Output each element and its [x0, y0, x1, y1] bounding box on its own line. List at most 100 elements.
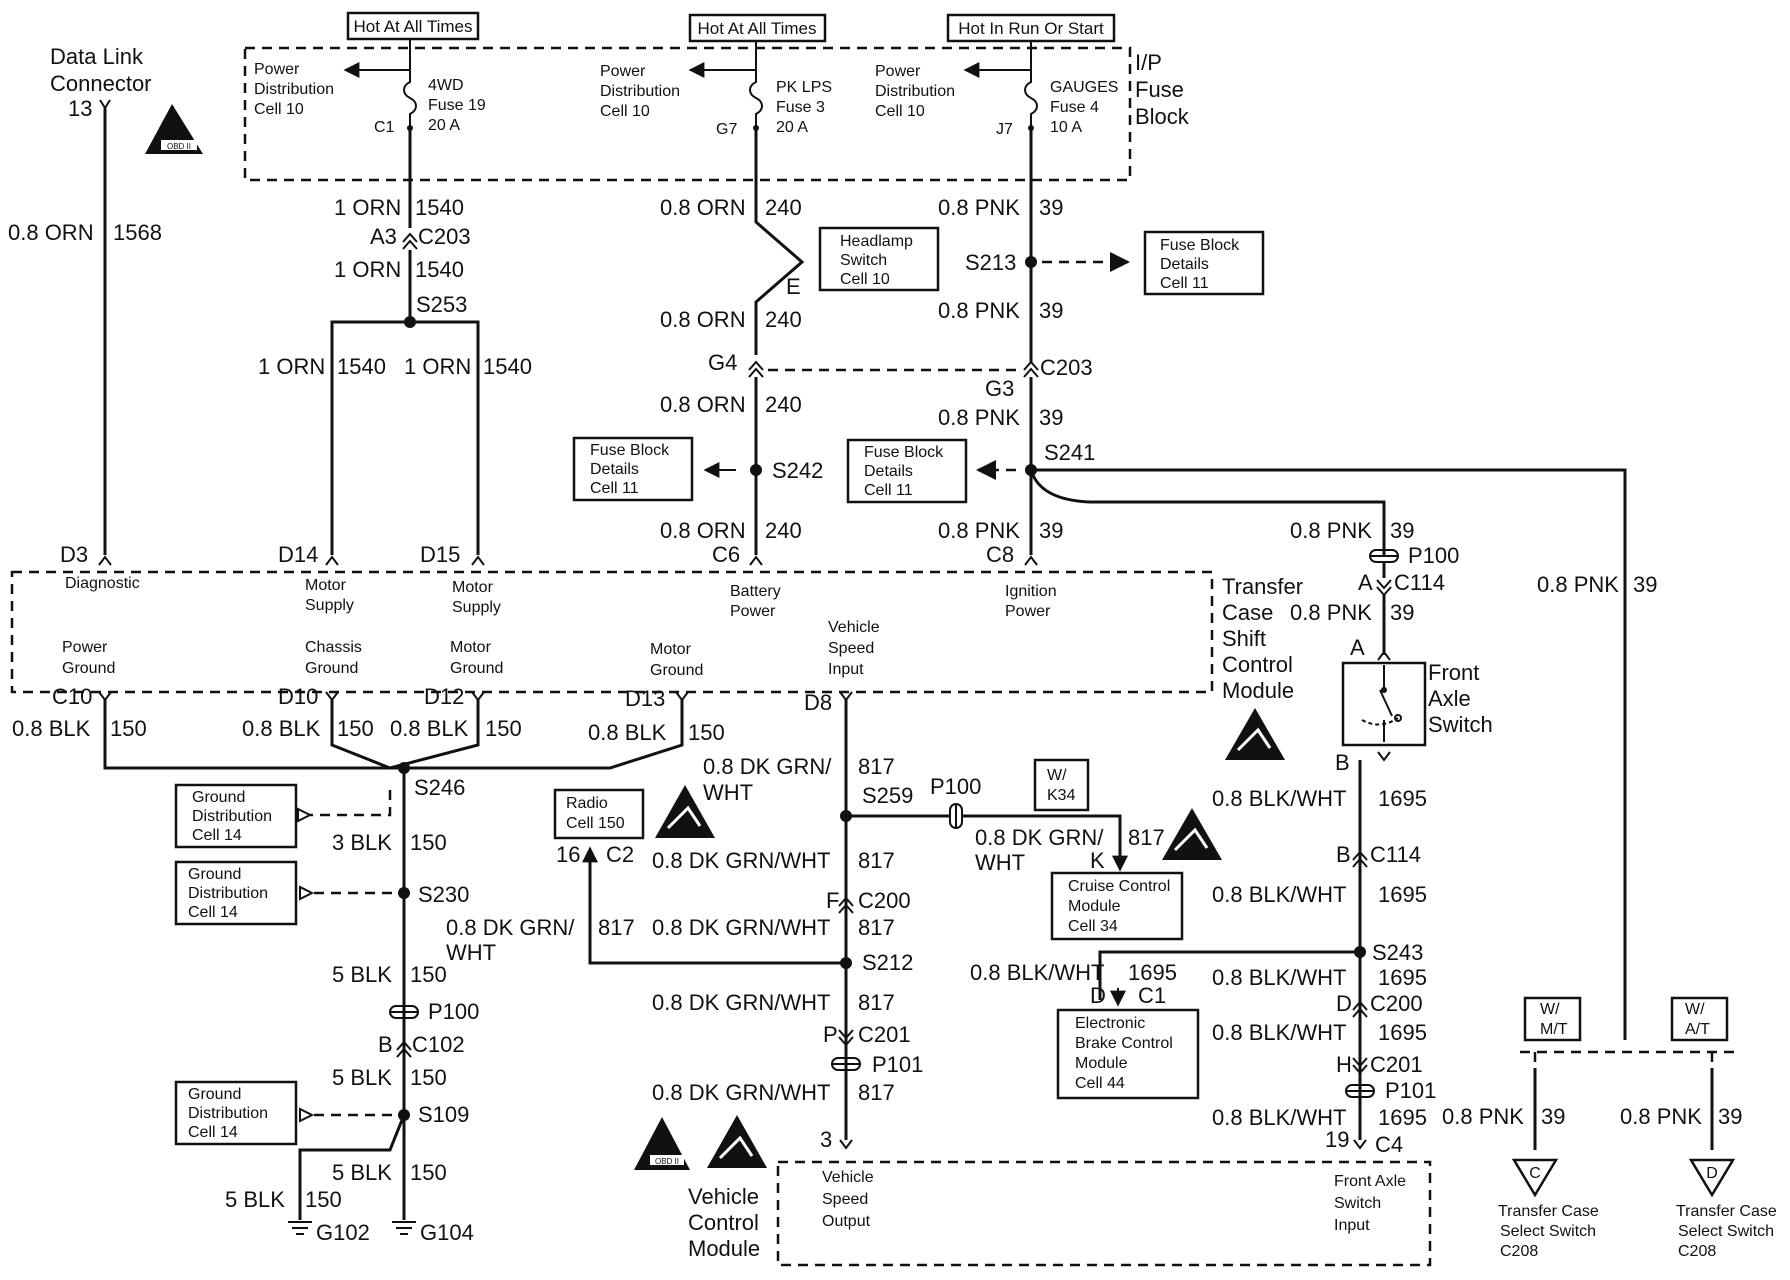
- svg-text:W/: W/: [1540, 1001, 1560, 1018]
- svg-text:150: 150: [688, 720, 725, 745]
- svg-text:P101: P101: [1385, 1078, 1436, 1103]
- svg-text:Ground: Ground: [192, 789, 245, 806]
- svg-text:Motor: Motor: [450, 639, 492, 656]
- svg-text:C10: C10: [52, 684, 92, 709]
- svg-text:Ignition: Ignition: [1005, 583, 1057, 600]
- svg-text:Cell 11: Cell 11: [864, 482, 913, 499]
- circuit-39-front-axle: P100 A C114 0.8 PNK 39 A: [1290, 543, 1459, 661]
- svg-text:39: 39: [1039, 298, 1063, 323]
- svg-text:240: 240: [765, 518, 802, 543]
- svg-text:D12: D12: [424, 684, 464, 709]
- svg-text:16: 16: [556, 842, 580, 867]
- ip-fuse-block-label: I/P Fuse Block: [1135, 50, 1190, 129]
- svg-text:K: K: [1090, 848, 1105, 873]
- svg-text:Connector: Connector: [50, 71, 152, 96]
- vcm-outline: [776, 1160, 1432, 1267]
- fuse-header-c1: Hot At All Times: [346, 11, 480, 41]
- svg-text:240: 240: [765, 195, 802, 220]
- svg-text:Distribution: Distribution: [188, 885, 268, 902]
- cruise-control-module-ref: Cruise Control Module Cell 34: [1050, 871, 1184, 941]
- svg-text:Front: Front: [1428, 660, 1479, 685]
- svg-text:Switch: Switch: [1428, 712, 1493, 737]
- svg-text:Front Axle: Front Axle: [1334, 1173, 1406, 1190]
- svg-text:1 ORN: 1 ORN: [258, 354, 325, 379]
- svg-text:S253: S253: [416, 292, 467, 317]
- svg-text:Input: Input: [1334, 1217, 1370, 1234]
- svg-text:5 BLK: 5 BLK: [332, 1065, 392, 1090]
- svg-text:P100: P100: [428, 999, 479, 1024]
- svg-text:Radio: Radio: [566, 795, 608, 812]
- svg-text:0.8 ORN: 0.8 ORN: [660, 392, 746, 417]
- svg-text:C114: C114: [1394, 570, 1445, 595]
- svg-text:817: 817: [858, 990, 895, 1015]
- svg-text:Distribution: Distribution: [875, 83, 955, 100]
- fuse-header-g7: Hot At All Times: [688, 13, 827, 43]
- svg-text:0.8 ORN: 0.8 ORN: [660, 195, 746, 220]
- svg-text:G4: G4: [708, 350, 737, 375]
- svg-text:Power: Power: [730, 603, 776, 620]
- svg-text:Power: Power: [875, 63, 921, 80]
- svg-text:G3: G3: [985, 376, 1014, 401]
- svg-text:39: 39: [1390, 518, 1414, 543]
- svg-text:Details: Details: [864, 463, 913, 480]
- esd-symbol-cruise: [1162, 808, 1222, 860]
- svg-text:WHT: WHT: [446, 940, 496, 965]
- svg-text:D13: D13: [625, 686, 665, 711]
- svg-text:20 A: 20 A: [776, 119, 808, 136]
- svg-text:D8: D8: [804, 690, 832, 715]
- svg-text:Details: Details: [1160, 256, 1209, 273]
- ground-g102: G102: [288, 1220, 370, 1245]
- svg-text:817: 817: [858, 754, 895, 779]
- fuse-19: Power Distribution Cell 10 4WD Fuse 19 2…: [254, 61, 486, 136]
- svg-text:240: 240: [765, 392, 802, 417]
- svg-text:Ground: Ground: [188, 1086, 241, 1103]
- svg-text:817: 817: [1128, 825, 1165, 850]
- svg-text:Power: Power: [62, 639, 108, 656]
- svg-text:D10: D10: [278, 684, 318, 709]
- svg-text:Cell 10: Cell 10: [600, 103, 650, 120]
- svg-text:B: B: [1335, 750, 1350, 775]
- svg-text:C203: C203: [1040, 355, 1093, 380]
- svg-text:D15: D15: [420, 542, 460, 567]
- svg-text:S241: S241: [1044, 440, 1095, 465]
- svg-text:3 BLK: 3 BLK: [332, 830, 392, 855]
- fuse-block-details-ref-s242: Fuse Block Details Cell 11: [572, 436, 694, 502]
- svg-text:1695: 1695: [1378, 882, 1427, 907]
- svg-text:W/: W/: [1047, 767, 1067, 784]
- svg-text:5 BLK: 5 BLK: [332, 962, 392, 987]
- svg-text:P100: P100: [930, 774, 981, 799]
- svg-text:13: 13: [68, 96, 92, 121]
- svg-text:Cruise Control: Cruise Control: [1068, 878, 1170, 895]
- svg-text:Shift: Shift: [1222, 626, 1266, 651]
- svg-text:Select Switch: Select Switch: [1500, 1223, 1596, 1240]
- svg-text:Select Switch: Select Switch: [1678, 1223, 1774, 1240]
- svg-text:PK LPS: PK LPS: [776, 79, 832, 96]
- svg-text:0.8 BLK/WHT: 0.8 BLK/WHT: [1212, 1020, 1346, 1045]
- vcm-pin-labels: Vehicle Speed Output Front Axle Switch I…: [822, 1169, 1406, 1234]
- svg-text:0.8 BLK/WHT: 0.8 BLK/WHT: [970, 960, 1104, 985]
- svg-text:1695: 1695: [1128, 960, 1177, 985]
- svg-text:S212: S212: [862, 950, 913, 975]
- svg-text:0.8 PNK: 0.8 PNK: [938, 298, 1020, 323]
- svg-text:0.8 PNK: 0.8 PNK: [1442, 1104, 1524, 1129]
- svg-text:Ground: Ground: [305, 660, 358, 677]
- svg-text:Fuse Block: Fuse Block: [1160, 237, 1240, 254]
- svg-text:Vehicle: Vehicle: [822, 1169, 874, 1186]
- offpage-d: D Transfer Case Select Switch C208: [1676, 1158, 1777, 1260]
- svg-text:Transfer Case: Transfer Case: [1676, 1203, 1777, 1220]
- svg-text:WHT: WHT: [703, 780, 753, 805]
- ground-g104: G104: [392, 1220, 474, 1245]
- circuit-150: C10 D10 D12 D13 0.8 BLK 150 0.8 BLK 150 …: [12, 684, 725, 1220]
- svg-text:1540: 1540: [415, 257, 464, 282]
- svg-text:C1: C1: [374, 119, 395, 136]
- ground-distribution-ref-s109: Ground Distribution Cell 14: [174, 1080, 298, 1146]
- svg-text:817: 817: [858, 848, 895, 873]
- svg-text:P100: P100: [1408, 543, 1459, 568]
- svg-text:Axle: Axle: [1428, 686, 1471, 711]
- svg-text:S246: S246: [414, 775, 465, 800]
- svg-text:Speed: Speed: [822, 1191, 868, 1208]
- fuse-block-details-ref-s213: Fuse Block Details Cell 11: [1143, 230, 1265, 296]
- svg-text:S259: S259: [862, 783, 913, 808]
- svg-text:Cell 14: Cell 14: [192, 827, 242, 844]
- svg-text:39: 39: [1633, 572, 1657, 597]
